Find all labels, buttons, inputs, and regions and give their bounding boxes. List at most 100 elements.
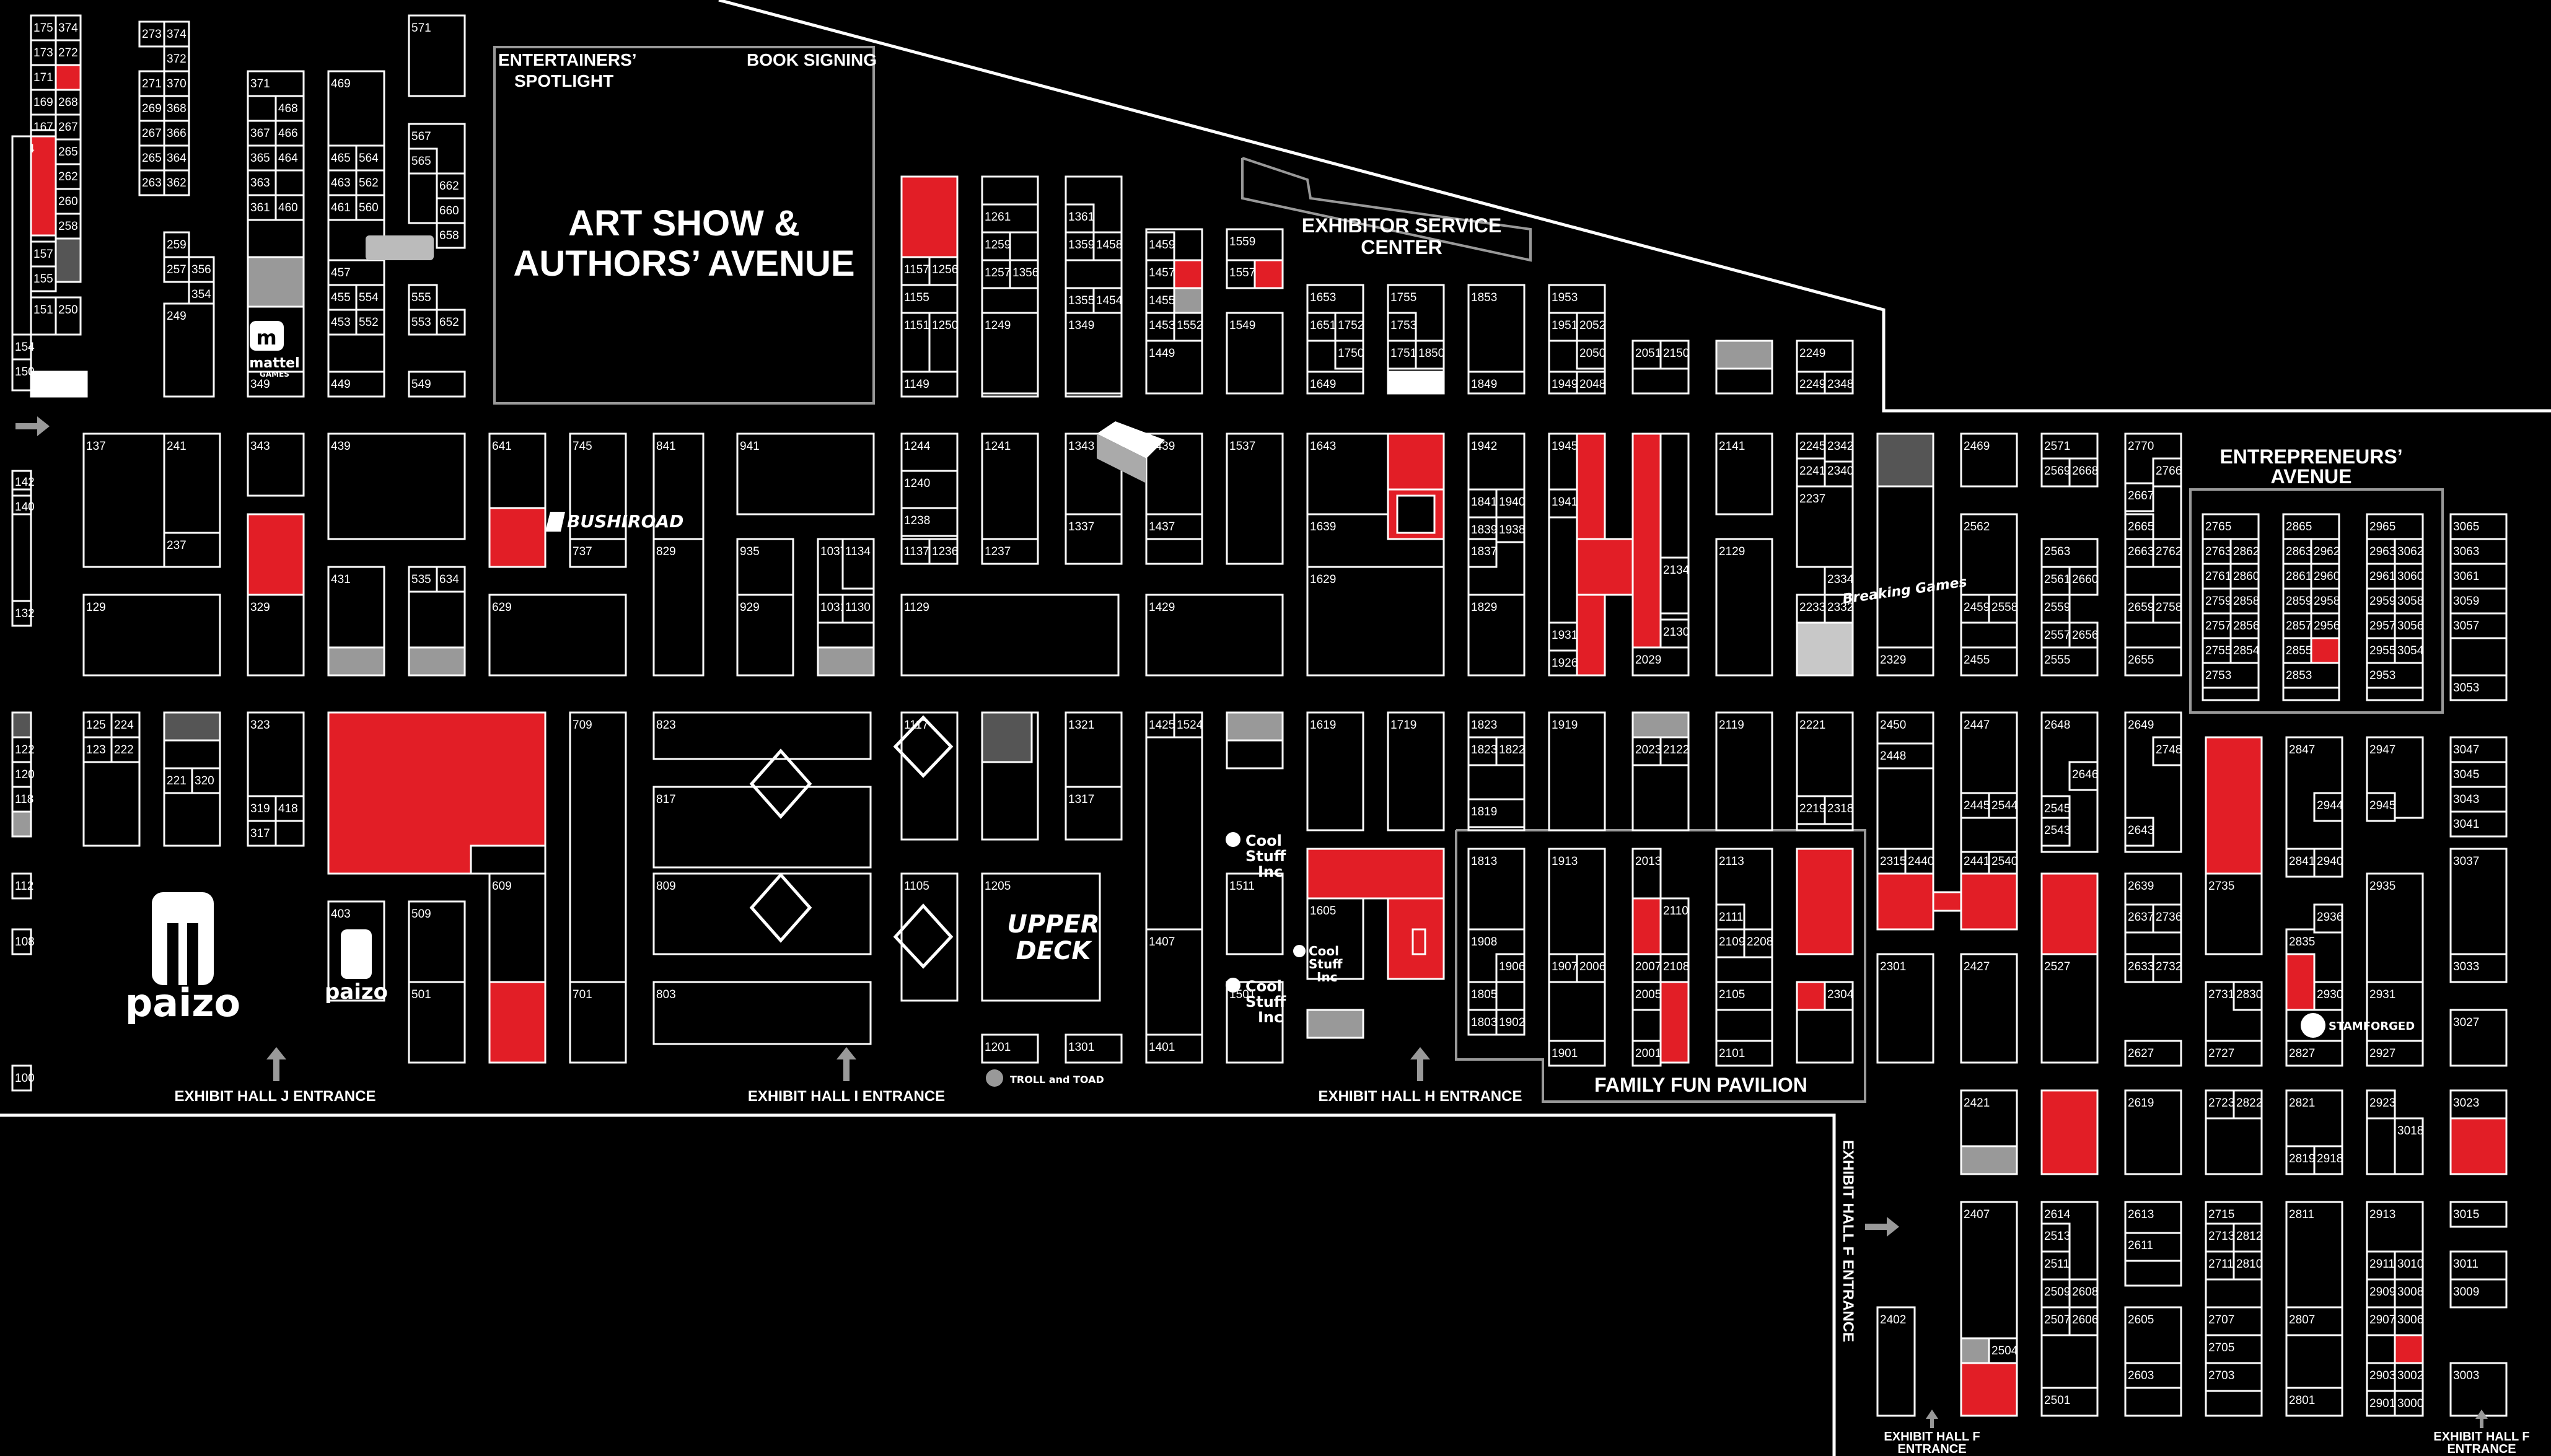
booth-555 [408,284,438,311]
family-fun-outline [1455,829,1866,1103]
booth-number-1908: 1908 [1471,936,1497,949]
paizo-logo-large: paizo [125,980,240,1025]
booth-number-2713: 2713 [2208,1230,2234,1243]
booth-number-1301: 1301 [1068,1041,1094,1054]
booth-2627 [2124,1040,2182,1067]
booth-number-120: 120 [15,768,35,781]
booth-number-2858: 2858 [2233,595,2259,608]
booth-2342 [1824,432,1854,463]
booth-block-285 [470,844,547,875]
booth-2001 [1631,1040,1662,1067]
booth-number-662: 662 [439,180,459,193]
booth-number-2862: 2862 [2233,545,2259,558]
booth-320 [191,767,221,794]
booth-554 [355,284,385,311]
booth-number-151: 151 [33,304,53,317]
booth-number-155: 155 [33,273,53,286]
booth-1501 [1226,981,1284,1064]
booth-1901 [1548,1040,1606,1067]
booth-2909 [2366,1278,2396,1309]
booth-number-3023: 3023 [2453,1097,2479,1110]
booth-number-2571: 2571 [2044,440,2070,453]
booth-block-359 [1796,848,1854,955]
booth-number-1559: 1559 [1229,235,1255,248]
booth-number-564: 564 [359,152,379,165]
booth-number-823: 823 [656,719,676,732]
booth-2668 [2068,457,2099,488]
svg-text:Stuff: Stuff [1309,957,1343,971]
booth-2766 [2152,457,2182,488]
booth-number-157: 157 [33,248,53,261]
booth-3009 [2449,1278,2508,1309]
booth-468 [274,95,305,122]
booth-2944 [2313,792,2343,822]
booth-number-3059: 3059 [2453,595,2479,608]
booth-number-1356: 1356 [1012,266,1038,279]
booth-number-2913: 2913 [2369,1208,2395,1221]
booth-268 [55,89,82,116]
booth-3057 [2449,612,2508,639]
booth-number-469: 469 [331,77,351,90]
booth-number-2459: 2459 [1964,601,1990,614]
booth-2930 [2313,981,2343,1011]
booth-number-1837: 1837 [1471,545,1497,558]
booth-block-277 [163,711,221,742]
booth-1439 [1145,432,1203,565]
booth-number-453: 453 [331,316,351,329]
booth-number-2821: 2821 [2289,1097,2315,1110]
booth-number-460: 460 [278,201,298,214]
booth-329 [247,594,305,677]
booth-number-1945: 1945 [1552,440,1578,453]
booth-number-371: 371 [250,77,270,90]
booth-257 [163,256,190,283]
family-fun-label: FAMILY FUN PAVILION [1594,1074,1807,1096]
booth-number-3011: 3011 [2453,1258,2479,1271]
booth-block-392 [2205,736,2263,875]
booth-number-142: 142 [15,476,35,489]
booth-number-1755: 1755 [1390,291,1416,304]
booth-2923 [2366,1089,2396,1120]
booth-block-365 [1876,872,1934,931]
booth-2427 [1960,953,2018,1064]
booth-block-243 [2310,637,2340,664]
booth-block-300 [981,711,1033,763]
booth-number-2770: 2770 [2128,440,2154,453]
dice-logo [1097,421,1165,483]
booth-2827 [2285,1040,2343,1067]
booth-2655 [2124,646,2182,677]
booth-number-2960: 2960 [2314,570,2340,583]
booth-number-1449: 1449 [1149,347,1175,360]
booth-block-328 [1631,711,1690,739]
booth-3010 [2394,1250,2424,1281]
booth-number-2705: 2705 [2208,1341,2234,1354]
booth-number-2559: 2559 [2044,601,2070,614]
booth-100 [11,1064,32,1092]
booth-number-555: 555 [411,291,431,304]
booth-number-658: 658 [439,229,459,242]
booth-number-1425: 1425 [1149,719,1175,732]
booth-2758 [2152,594,2182,624]
booth-number-2801: 2801 [2289,1394,2315,1407]
booth-number-1037: 1037 [820,545,846,558]
booth-2605 [2124,1306,2182,1417]
booth-1511 [1226,872,1284,955]
booth-number-2762: 2762 [2156,545,2182,558]
booth-2656 [2068,621,2099,652]
booth-block-154 [1715,340,1773,370]
booth-2858 [2229,587,2260,615]
booth-number-3010: 3010 [2397,1258,2423,1271]
booth-2918 [2313,1145,2343,1175]
booth-number-1250: 1250 [932,319,958,332]
booth-249 [163,302,215,398]
booth-number-2569: 2569 [2044,465,2070,478]
paizo-figure-icon [152,892,214,985]
booth-118 [11,786,32,813]
booth-2208 [1743,928,1773,958]
booth-535 [408,566,438,593]
booth-number-2318: 2318 [1827,802,1853,815]
booth-2448 [1876,742,1934,770]
booth-1117 [900,711,959,841]
booth-number-108: 108 [15,936,35,949]
booth-number-2765: 2765 [2205,520,2231,533]
booth-273 [138,20,165,48]
